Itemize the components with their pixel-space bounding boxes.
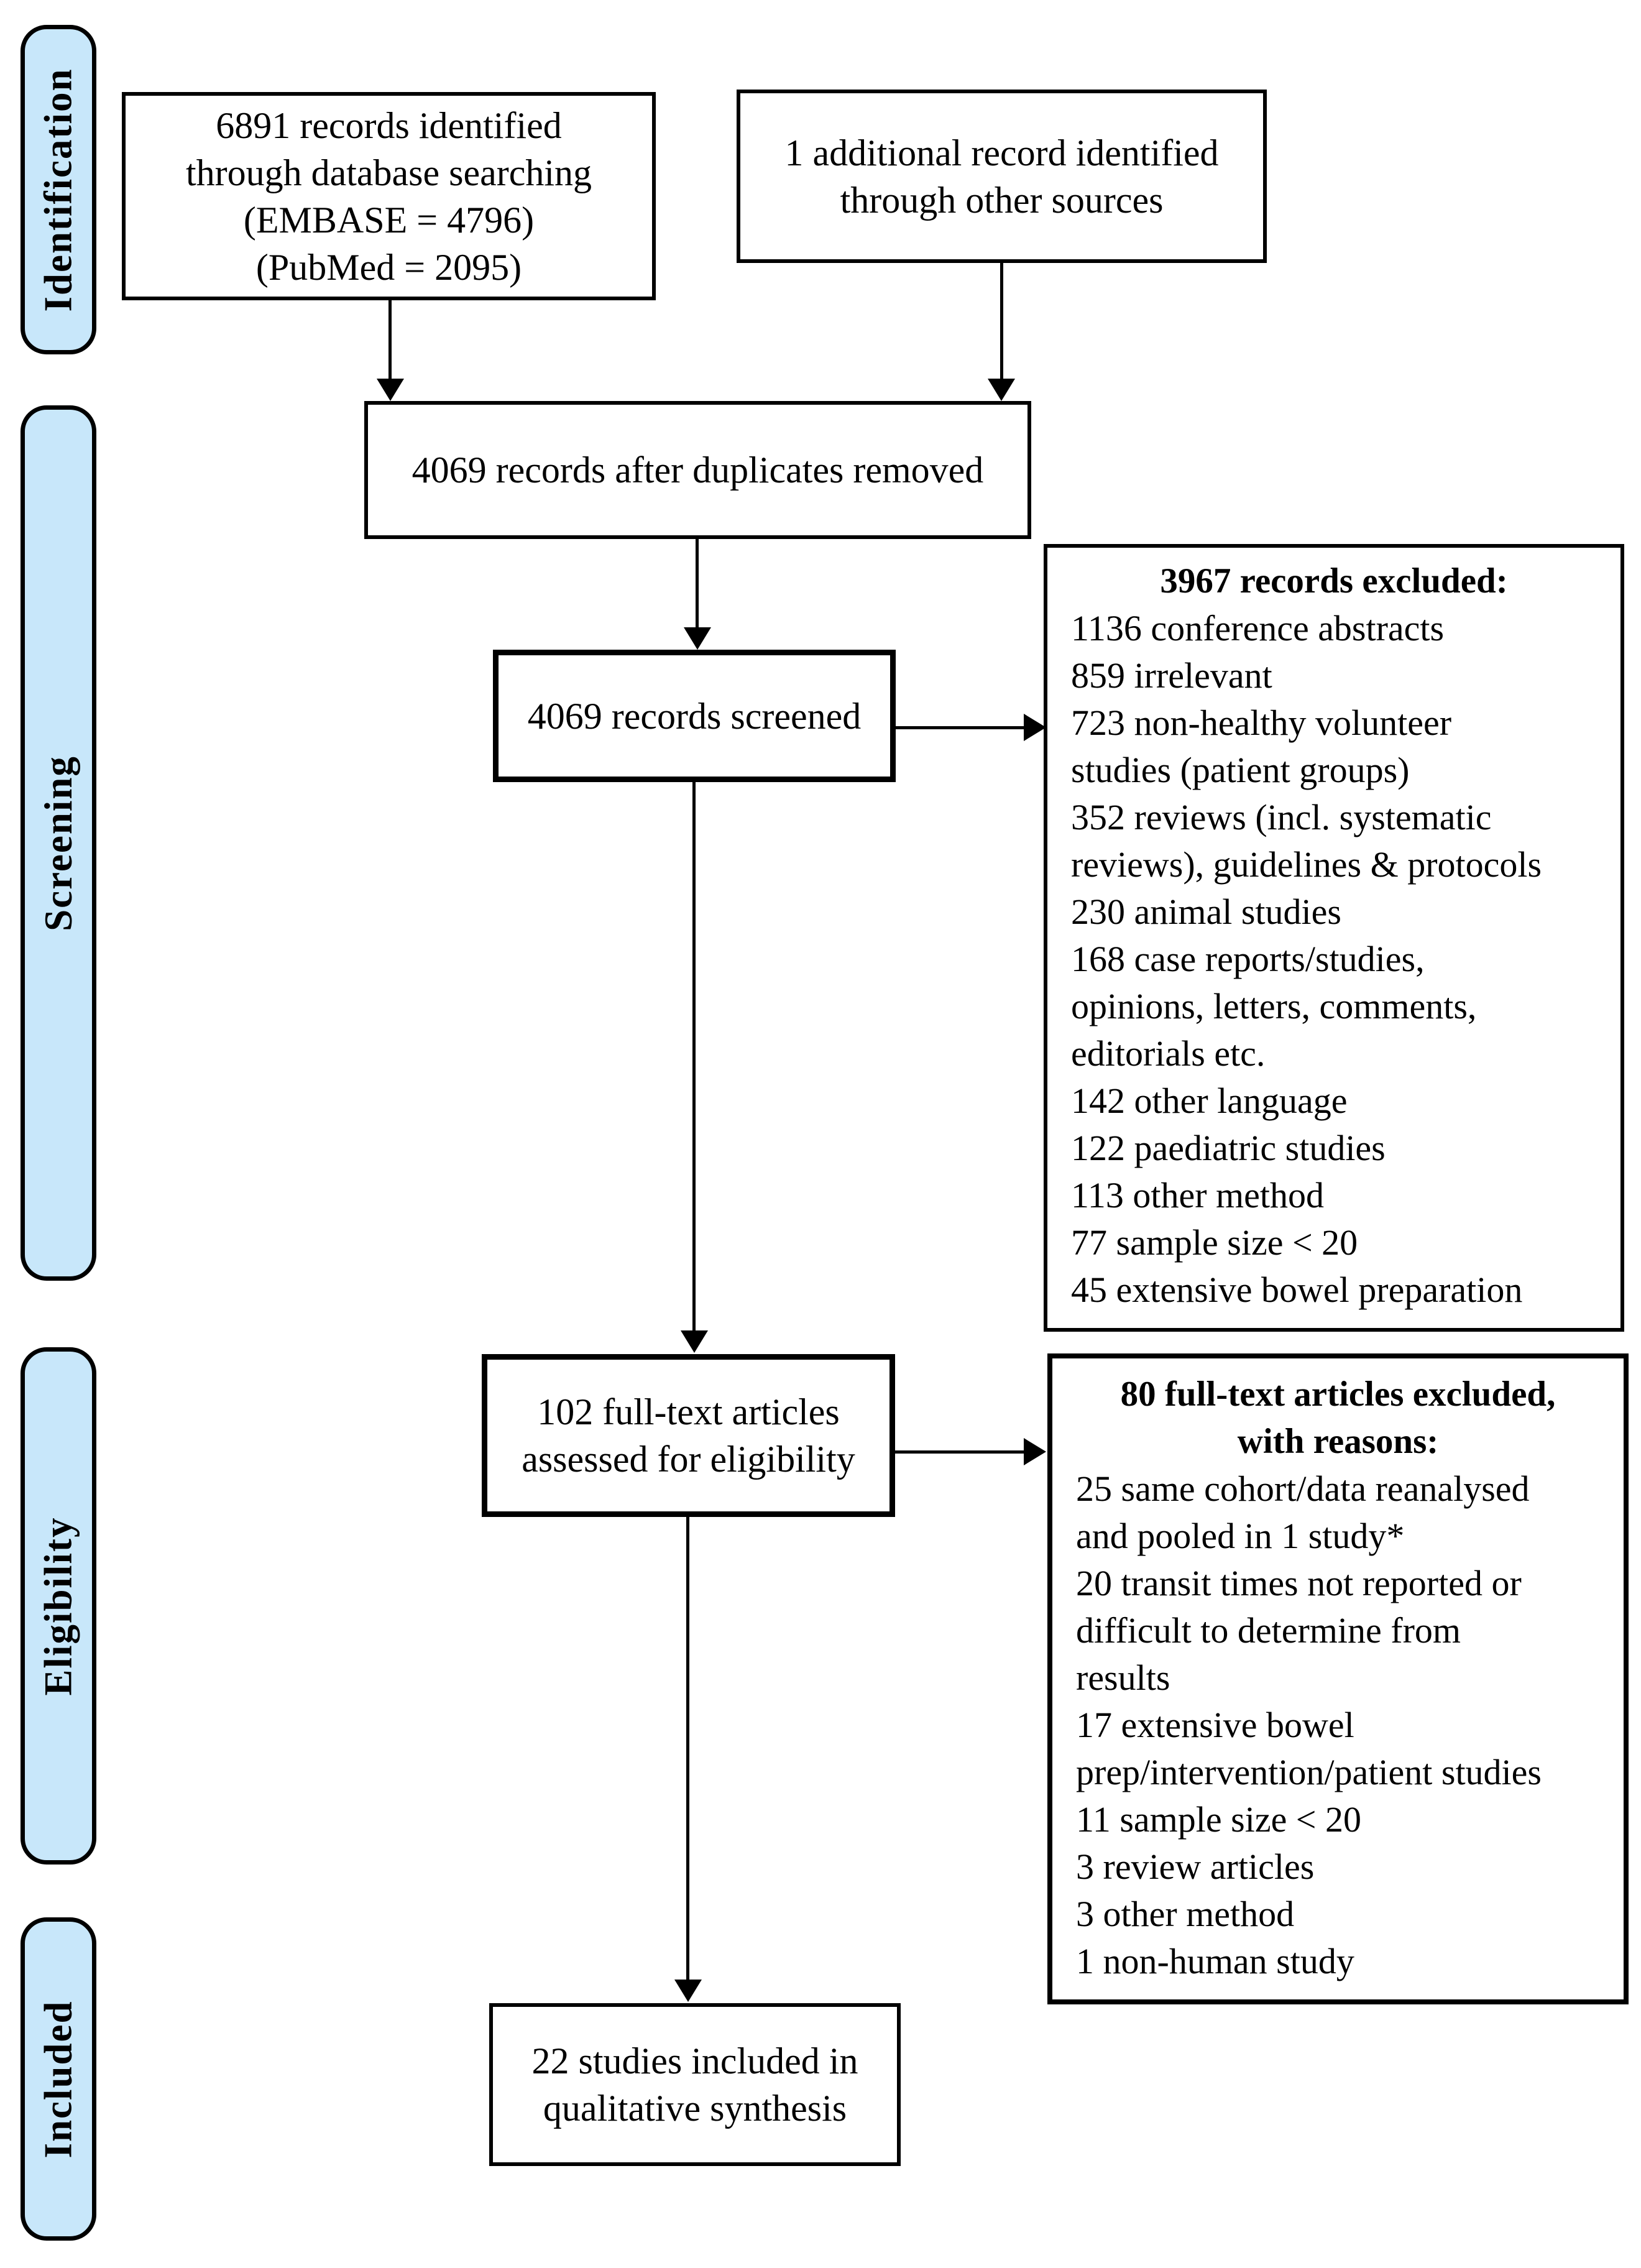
stage-label-included-text: Included [36,1999,80,2159]
arrow-additional-to-duplicates-line [1000,263,1003,380]
excluded-reason-item: 1136 conference abstracts [1071,608,1445,648]
box-fulltext-assessed: 102 full-text articles assessed for elig… [482,1354,895,1517]
stage-label-identification-text: Identification [36,67,80,312]
excluded-reason-item: 45 extensive bowel preparation [1071,1270,1523,1310]
box-records-screened-text: 4069 records screened [527,695,862,737]
excluded-reason-item: 113 other method [1071,1175,1324,1215]
stage-label-included: Included [21,1917,96,2241]
box-fulltext-assessed-text: 102 full-text articles assessed for elig… [522,1391,855,1480]
arrow-screened-to-fulltext-line [692,782,696,1332]
box-studies-included: 22 studies included in qualitative synth… [489,2003,901,2166]
box-records-identified: 6891 records identified through database… [122,92,656,300]
box-records-after-duplicates-text: 4069 records after duplicates removed [411,449,984,491]
excluded-reason-item: 20 transit times not reported or difficu… [1076,1563,1522,1698]
arrow-screened-to-excluded-line [896,726,1025,729]
excluded-reason-item: 142 other language [1071,1081,1348,1121]
fulltext-excluded-list: 25 same cohort/data reanalysed and poole… [1076,1465,1600,1985]
records-excluded-list: 1136 conference abstracts 859 irrelevant 7… [1071,605,1597,1314]
arrow-fulltext-to-excluded-line [895,1450,1025,1454]
arrow-duplicates-to-screened-head [684,627,711,650]
arrow-fulltext-to-excluded-head [1024,1438,1046,1465]
box-additional-records: 1 additional record identified through o… [737,90,1267,263]
box-records-after-duplicates: 4069 records after duplicates removed [364,401,1031,539]
stage-label-eligibility: Eligibility [21,1347,96,1865]
stage-label-eligibility-text: Eligibility [36,1516,80,1696]
excluded-reason-item: 352 reviews (incl. systematic reviews), … [1071,797,1542,885]
records-excluded-heading: 3967 records excluded: [1160,561,1508,601]
arrow-identified-to-duplicates-head [377,379,404,401]
box-additional-records-text: 1 additional record identified through o… [784,132,1219,221]
excluded-reason-item: 25 same cohort/data reanalysed and poole… [1076,1468,1530,1556]
stage-label-screening-text: Screening [36,755,80,931]
excluded-reason-item: 77 sample size < 20 [1071,1222,1358,1263]
excluded-reason-item: 3 other method [1076,1894,1295,1934]
stage-label-identification: Identification [21,25,96,354]
excluded-reason-item: 3 review articles [1076,1846,1315,1887]
box-records-excluded: 3967 records excluded: 1136 conference a… [1044,544,1624,1332]
excluded-reason-item: 230 animal studies [1071,892,1341,932]
arrow-fulltext-to-included-line [686,1517,689,1981]
stage-label-screening: Screening [21,405,96,1281]
excluded-reason-item: 17 extensive bowel prep/intervention/pat… [1076,1705,1542,1792]
arrow-screened-to-excluded-head [1024,714,1046,741]
excluded-reason-item: 122 paediatric studies [1071,1128,1386,1168]
excluded-reason-item: 168 case reports/studies, opinions, lett… [1071,939,1477,1074]
arrow-identified-to-duplicates-line [388,300,392,380]
arrow-screened-to-fulltext-head [681,1330,708,1353]
box-records-identified-text: 6891 records identified through database… [185,104,592,288]
arrow-additional-to-duplicates-head [988,379,1015,401]
excluded-reason-item: 723 non-healthy volunteer studies (patie… [1071,703,1452,790]
excluded-reason-item: 1 non-human study [1076,1941,1354,1981]
box-fulltext-excluded: 80 full-text articles excluded, with rea… [1047,1353,1629,2004]
excluded-reason-item: 11 sample size < 20 [1076,1799,1362,1840]
arrow-fulltext-to-included-head [674,1980,702,2002]
box-studies-included-text: 22 studies included in qualitative synth… [531,2040,858,2129]
box-records-screened: 4069 records screened [493,650,896,782]
arrow-duplicates-to-screened-line [696,539,699,629]
excluded-reason-item: 859 irrelevant [1071,655,1272,696]
fulltext-excluded-heading: 80 full-text articles excluded, with rea… [1120,1375,1556,1461]
